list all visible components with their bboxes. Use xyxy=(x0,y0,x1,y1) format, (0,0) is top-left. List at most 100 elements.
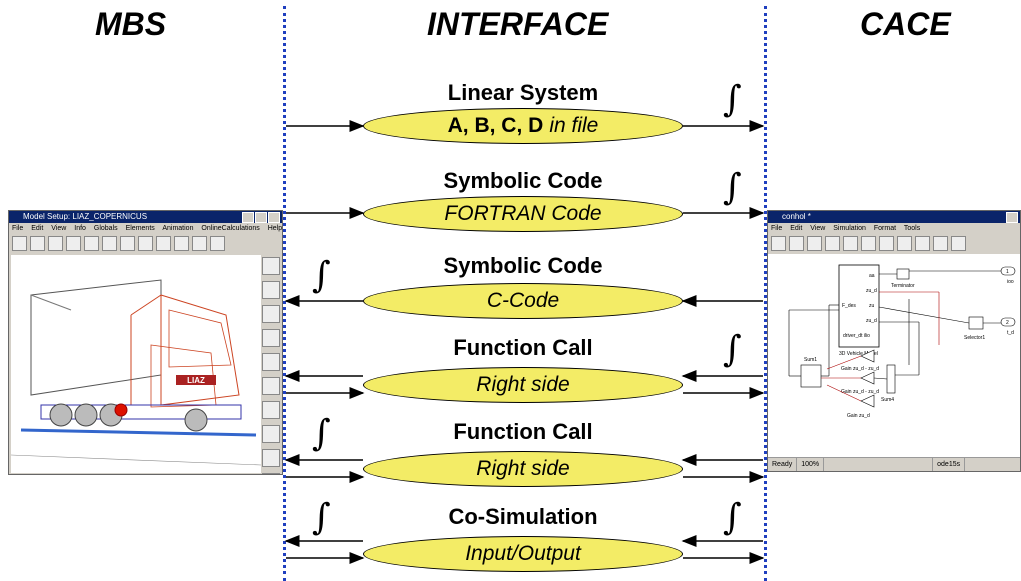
paste-icon[interactable] xyxy=(879,236,894,251)
menu-globals[interactable]: Globals xyxy=(93,225,118,232)
menu-file[interactable]: File xyxy=(12,225,24,232)
cace-window: conhol * File Edit View Simulation Forma… xyxy=(767,210,1021,472)
side-tool-button[interactable] xyxy=(262,281,280,299)
side-tool-button[interactable] xyxy=(262,329,280,347)
status-ready: Ready xyxy=(768,458,798,471)
row2-title: Symbolic Code xyxy=(443,168,603,193)
menu-help[interactable]: Help xyxy=(267,225,283,232)
side-tool-button[interactable] xyxy=(262,449,280,467)
menu-simulation[interactable]: Simulation xyxy=(833,225,866,232)
vehicle-model-label: 3D Vehicle Model xyxy=(839,351,878,357)
side-tool-button[interactable] xyxy=(262,305,280,323)
menu-edit[interactable]: Edit xyxy=(31,225,44,232)
gain-2-label: Gain zu_d - zu_d xyxy=(841,389,879,395)
cace-status-bar: Ready 100% ode15s xyxy=(768,457,1020,471)
maximize-icon[interactable] xyxy=(255,212,267,223)
row6-title: Co-Simulation xyxy=(448,504,598,529)
row1-title: Linear System xyxy=(447,80,599,105)
status-empty xyxy=(824,458,934,471)
toolbar-button[interactable] xyxy=(210,236,225,251)
side-tool-button[interactable] xyxy=(262,425,280,443)
save-icon[interactable] xyxy=(807,236,822,251)
open-icon[interactable] xyxy=(789,236,804,251)
vehicle-port: driver_dt ilio xyxy=(843,333,870,339)
menu-elements[interactable]: Elements xyxy=(125,225,155,232)
status-zoom: 100% xyxy=(797,458,825,471)
right-divider xyxy=(764,6,767,581)
side-tool-button[interactable] xyxy=(262,257,280,275)
integral-icon: ∫ xyxy=(723,497,742,538)
simulink-block-diagram: aa zu_d F_des zu zu_d driver_dt ilio 3D … xyxy=(788,264,1016,419)
menu-animation[interactable]: Animation xyxy=(162,225,194,232)
row5-title: Function Call xyxy=(453,419,593,444)
row6-ellipse: Input/Output xyxy=(363,536,683,572)
copy-icon[interactable] xyxy=(861,236,876,251)
play-icon[interactable] xyxy=(915,236,930,251)
toolbar-button[interactable] xyxy=(84,236,99,251)
mbs-toolbar xyxy=(9,234,282,254)
close-icon[interactable] xyxy=(268,212,280,223)
toolbar-button[interactable] xyxy=(120,236,135,251)
undo-icon[interactable] xyxy=(897,236,912,251)
library-icon[interactable] xyxy=(951,236,966,251)
side-tool-button[interactable] xyxy=(262,401,280,419)
outport-1-label: ioo xyxy=(1007,279,1014,285)
integral-icon: ∫ xyxy=(723,167,742,208)
menu-info[interactable]: Info xyxy=(74,225,86,232)
toolbar-button[interactable] xyxy=(102,236,117,251)
row4-label: Right side xyxy=(476,373,570,396)
integral-icon: ∫ xyxy=(312,413,331,454)
terminator-label: Terminator xyxy=(891,283,915,289)
row2-ellipse: FORTRAN Code xyxy=(363,196,683,232)
row3-title: Symbolic Code xyxy=(443,253,603,278)
cut-icon[interactable] xyxy=(843,236,858,251)
menu-file[interactable]: File xyxy=(771,225,783,232)
status-solver: ode15s xyxy=(933,458,966,471)
menu-tools[interactable]: Tools xyxy=(903,225,921,232)
toolbar-button[interactable] xyxy=(48,236,63,251)
vehicle-port: zu_d xyxy=(866,318,877,324)
outport-2-label: t_d xyxy=(1007,330,1014,336)
row5-label: Right side xyxy=(476,457,570,480)
mbs-window: Model Setup: LIAZ_COPERNICUS File Edit V… xyxy=(8,210,283,475)
toolbar-button[interactable] xyxy=(66,236,81,251)
row3-ellipse: C-Code xyxy=(363,283,683,319)
row4-ellipse: Right side xyxy=(363,367,683,403)
minimize-icon[interactable] xyxy=(242,212,254,223)
vehicle-port: zu_d xyxy=(866,288,877,294)
toolbar-button[interactable] xyxy=(156,236,171,251)
menu-view[interactable]: View xyxy=(51,225,67,232)
side-tool-button[interactable] xyxy=(262,353,280,371)
cace-title: CACE xyxy=(860,6,951,42)
toolbar-button[interactable] xyxy=(12,236,27,251)
cace-toolbar xyxy=(768,234,1020,254)
mbs-window-titlebar: Model Setup: LIAZ_COPERNICUS xyxy=(9,211,282,223)
side-tool-button[interactable] xyxy=(262,473,280,474)
menu-format[interactable]: Format xyxy=(873,225,897,232)
row1-ellipse: A, B, C, D in file xyxy=(363,108,683,144)
row6-label: Input/Output xyxy=(465,542,581,565)
menu-onlinecalculations[interactable]: OnlineCalculations xyxy=(201,225,260,232)
toolbar-button[interactable] xyxy=(192,236,207,251)
new-icon[interactable] xyxy=(771,236,786,251)
interface-title: INTERFACE xyxy=(427,6,609,42)
cace-menu-bar: File Edit View Simulation Format Tools xyxy=(768,223,1020,234)
toolbar-button[interactable] xyxy=(138,236,153,251)
integral-icon: ∫ xyxy=(723,329,742,370)
vehicle-port: aa xyxy=(869,273,875,279)
row4-title: Function Call xyxy=(453,335,593,360)
selector-label: Selector1 xyxy=(964,335,985,341)
mbs-menu-bar: File Edit View Info Globals Elements Ani… xyxy=(9,223,282,234)
print-icon[interactable] xyxy=(825,236,840,251)
toolbar-button[interactable] xyxy=(174,236,189,251)
sum-1-label: Sum1 xyxy=(804,357,817,363)
menu-edit[interactable]: Edit xyxy=(790,225,803,232)
row1-label-italic: in file xyxy=(549,114,599,137)
minimize-icon[interactable] xyxy=(1006,212,1018,223)
stop-icon[interactable] xyxy=(933,236,948,251)
menu-view[interactable]: View xyxy=(810,225,826,232)
toolbar-button[interactable] xyxy=(30,236,45,251)
side-tool-button[interactable] xyxy=(262,377,280,395)
integral-icon: ∫ xyxy=(312,255,331,296)
